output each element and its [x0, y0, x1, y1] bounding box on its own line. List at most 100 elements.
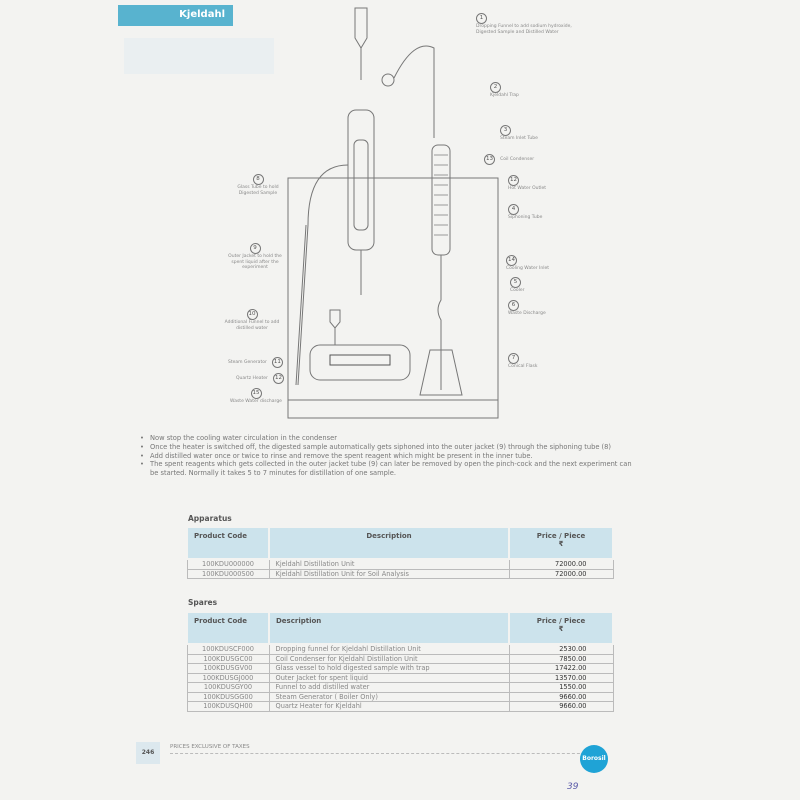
- price: 9660.00: [508, 691, 614, 702]
- coil-condenser: [431, 144, 451, 256]
- column-header: Price / Piece₹: [508, 526, 614, 560]
- price: 7850.00: [508, 653, 614, 664]
- label-text: Cooler: [510, 288, 525, 293]
- glass-tube: [353, 139, 369, 231]
- label-number: 11: [271, 357, 283, 368]
- product-code: 100KDU000000: [186, 558, 270, 570]
- price: 2530.00: [508, 643, 614, 655]
- product-code: 100KDU000S00: [186, 568, 270, 579]
- instruction-list: Now stop the cooling water circulation i…: [140, 434, 640, 478]
- cabinet-outline: [287, 177, 499, 419]
- faded-heading-box: [124, 38, 274, 74]
- description: Kjeldahl Distillation Unit: [268, 558, 510, 570]
- label-number: 5: [510, 277, 521, 288]
- label-text: Dropping Funnel to add sodium hydroxide,…: [476, 24, 572, 35]
- label-number: 1: [476, 13, 487, 24]
- label-number: 3: [500, 125, 511, 136]
- label-text: Hot Water Outlet: [508, 186, 547, 191]
- description: Funnel to add distilled water: [268, 682, 510, 693]
- label-number: 6: [508, 300, 519, 311]
- handwritten-note: 39: [567, 782, 579, 792]
- price: 13570.00: [508, 672, 614, 683]
- product-code: 100KDUSCF000: [186, 643, 270, 655]
- description: Outer Jacket for spent liquid: [268, 672, 510, 683]
- currency-symbol: ₹: [558, 540, 564, 548]
- column-header: Product Code: [186, 526, 270, 560]
- outer-jacket: [347, 109, 375, 251]
- label-text: Outer Jacket to hold the spent liquid af…: [228, 254, 282, 270]
- additional-funnel: [329, 309, 341, 329]
- label-text: Cooling Water Inlet: [506, 266, 549, 271]
- borosil-logo: Borosil: [580, 745, 608, 773]
- kjeldahl-trap: [381, 73, 395, 87]
- column-header: Description: [268, 526, 510, 560]
- label-text: Waste Water discharge: [230, 399, 282, 404]
- product-code: 100KDUSGY00: [186, 682, 270, 693]
- footer-divider: [170, 753, 600, 754]
- conical-flask: [419, 349, 463, 396]
- product-code: 100KDUSGJ000: [186, 672, 270, 683]
- label-text: Steam Inlet Tube: [500, 136, 538, 141]
- label-text: Coil Condenser: [500, 157, 535, 162]
- label-text: Conical Flask: [508, 364, 538, 369]
- label-number: 4: [508, 204, 519, 215]
- section-title: Kjeldahl: [179, 9, 225, 20]
- label-text: Waste Discharge: [508, 311, 546, 316]
- price-header: Price / Piece: [536, 617, 586, 625]
- label-number: 14: [506, 255, 517, 266]
- label-number: 12: [272, 373, 284, 384]
- description: Quartz Heater for Kjeldahl: [268, 701, 510, 712]
- price: 17422.00: [508, 663, 614, 674]
- label-text: Steam Generator: [228, 360, 267, 365]
- column-header: Description: [268, 611, 510, 645]
- product-code: 100KDUSQH00: [186, 701, 270, 712]
- label-number: 15: [250, 388, 262, 399]
- description: Kjeldahl Distillation Unit for Soil Anal…: [268, 568, 510, 579]
- list-item: Add distilled water once or twice to rin…: [140, 452, 640, 461]
- description: Glass vessel to hold digested sample wit…: [268, 663, 510, 674]
- list-item: The spent reagents which gets collected …: [140, 460, 640, 478]
- label-number: 7: [508, 353, 519, 364]
- description: Steam Generator ( Boiler Only): [268, 691, 510, 702]
- label-number: 2: [490, 82, 501, 93]
- list-item: Now stop the cooling water circulation i…: [140, 434, 640, 443]
- price: 1550.00: [508, 682, 614, 693]
- kjeldahl-apparatus-diagram: [287, 7, 499, 419]
- label-text: Glass Tube to hold Digested Sample: [237, 185, 279, 196]
- apparatus-title: Apparatus: [188, 514, 232, 523]
- spares-table: Product Code Description Price / Piece₹ …: [186, 611, 614, 712]
- column-header: Price / Piece₹: [508, 611, 614, 645]
- label-number: 8: [252, 174, 264, 185]
- label-number: 13: [484, 154, 495, 165]
- steam-inlet-tube: [297, 164, 349, 386]
- product-code: 100KDUSGC00: [186, 653, 270, 664]
- label-12: Quartz Heater 12: [236, 364, 284, 384]
- quartz-heater: [329, 354, 391, 366]
- product-code: 100KDUSGG00: [186, 691, 270, 702]
- spares-title: Spares: [188, 598, 218, 607]
- label-text: Siphoning Tube: [508, 215, 543, 220]
- label-11: Steam Generator 11: [228, 348, 283, 368]
- steam-generator: [309, 344, 411, 381]
- description: Dropping funnel for Kjeldahl Distillatio…: [268, 643, 510, 655]
- label-number: 12: [508, 175, 519, 186]
- column-header: Product Code: [186, 611, 270, 645]
